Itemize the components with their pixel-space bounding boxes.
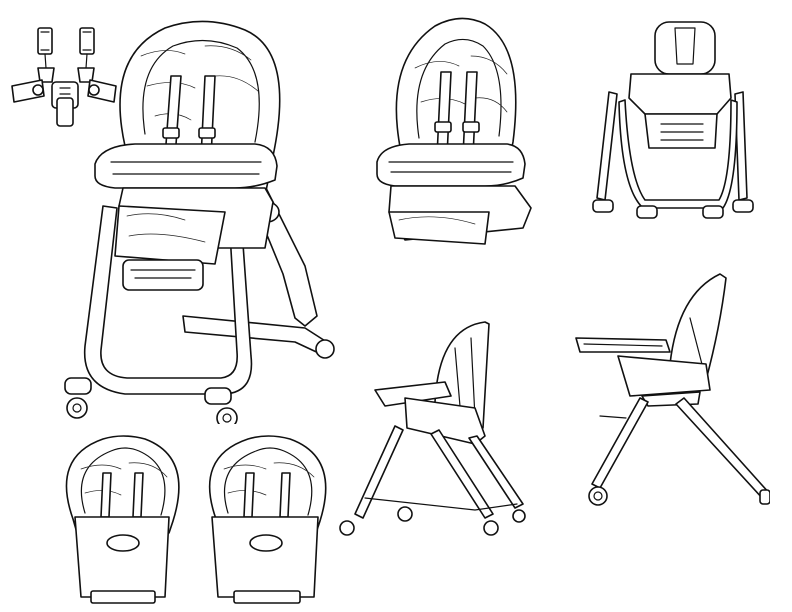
seat-pad-icon: [198, 433, 338, 608]
seat-pad-icon: [55, 433, 190, 608]
high-chair-side-icon: [570, 268, 770, 513]
harness-buckle-icon: [8, 22, 118, 132]
high-chair-angle-icon: [335, 318, 535, 543]
high-chair-front-icon: [55, 16, 355, 424]
booster-seat-icon: [375, 12, 535, 252]
high-chair-rear-icon: [585, 18, 760, 223]
